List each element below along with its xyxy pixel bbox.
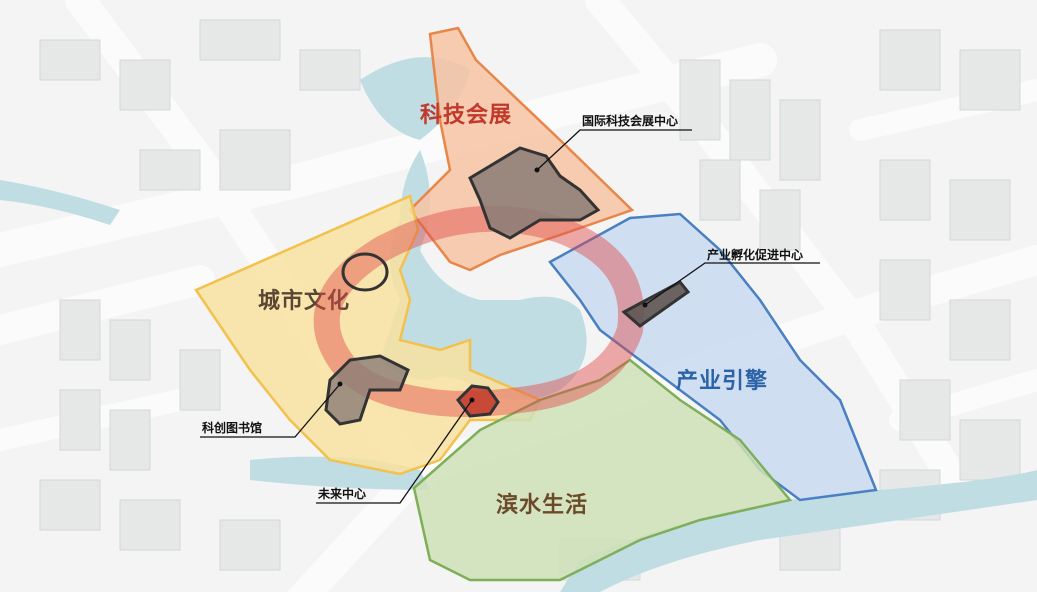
callout-expo-center: 国际科技会展中心 (582, 113, 678, 128)
callout-line-expo-center (536, 129, 692, 171)
callout-library: 科创图书馆 (202, 420, 262, 435)
zone-urban-culture-label: 城市文化 (258, 288, 350, 314)
zone-waterfront-life[interactable]: 滨水生活 (412, 358, 793, 582)
incubation-center-footprint (621, 280, 691, 328)
landmark-expo-center[interactable] (468, 146, 601, 240)
expo-center-footprint (468, 146, 601, 240)
landmark-future-center[interactable] (456, 384, 500, 418)
central-lake (380, 150, 587, 400)
zone-urban-culture[interactable]: 城市文化 (194, 194, 542, 476)
zone-urban-culture-area (194, 194, 542, 476)
urban-culture-landmark-circle (341, 252, 389, 292)
zone-tech-expo-label: 科技会展 (420, 102, 512, 128)
zone-waterfront-life-area (412, 358, 793, 582)
landmark-library[interactable] (324, 354, 410, 426)
callout-line-library (200, 383, 341, 438)
future-center-footprint (456, 384, 500, 418)
zone-industry-engine[interactable]: 产业引擎 (548, 212, 878, 502)
west-canal (0, 180, 120, 225)
callout-lines (200, 129, 820, 504)
library-footprint (324, 354, 410, 426)
callout-incubation-center: 产业孵化促进中心 (707, 247, 803, 262)
callout-line-future-center (316, 399, 473, 504)
zone-industry-engine-area (548, 212, 878, 502)
callout-line-incubation-center (644, 262, 820, 306)
callout-dots (337, 167, 648, 403)
landmark-incubation-center[interactable] (621, 280, 691, 328)
zone-industry-engine-label: 产业引擎 (676, 368, 768, 394)
zone-waterfront-life-label: 滨水生活 (496, 492, 588, 518)
callout-future-center: 未来中心 (317, 486, 366, 501)
south-river (560, 470, 1037, 592)
